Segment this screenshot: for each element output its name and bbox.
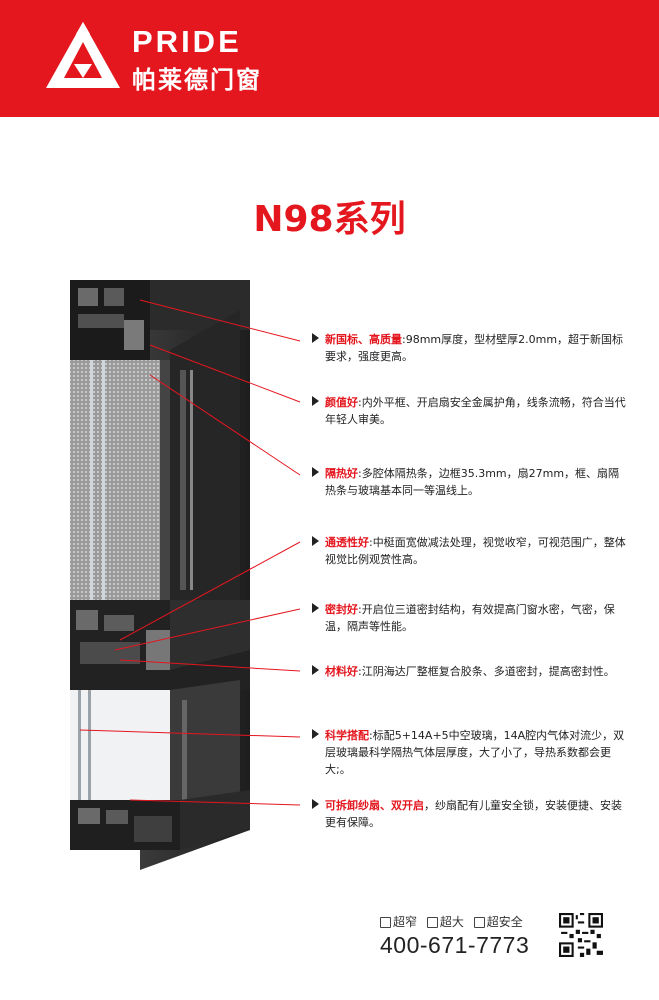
feature-head: 密封好 [325, 603, 358, 616]
safety-icon [473, 917, 485, 928]
triangle-bullet-icon [312, 603, 319, 613]
feature-body: :98mm厚度，型材壁厚2.0mm，超于新国标要求，强度更高。 [325, 333, 624, 363]
feature-body: :标配5+14A+5中空玻璃，14A腔内气体对流少，双层玻璃最科学隔热气体层厚度… [325, 729, 625, 776]
qr-code-icon[interactable] [559, 913, 603, 957]
feature-body: :江阴海达厂整框复合胶条、多道密封，提高密封性。 [358, 665, 615, 678]
feature-head: 通透性好 [325, 536, 369, 549]
hotline-phone[interactable]: 400-671-7773 [380, 932, 530, 958]
footer-tags: 超窄 超大 超安全 [380, 913, 529, 930]
series-title: N98系列 [253, 199, 406, 240]
triangle-bullet-icon [312, 799, 319, 809]
feature-body: :中梃面宽做减法处理，视觉收窄，可视范围广，整体视觉比例观赏性高。 [325, 536, 626, 566]
triangle-bullet-icon [312, 396, 319, 406]
feature-item: 科学搭配:标配5+14A+5中空玻璃，14A腔内气体对流少，双层玻璃最科学隔热气… [312, 727, 630, 778]
feature-head: 颜值好 [325, 396, 358, 409]
feature-head: 隔热好 [325, 467, 358, 480]
feature-body: :内外平框、开启扇安全金属护角，线条流畅，符合当代年轻人审美。 [325, 396, 626, 426]
large-icon [426, 917, 438, 928]
feature-body: ，纱扇配有儿童安全锁，安装便捷、安装更有保障。 [325, 799, 622, 829]
feature-body: :多腔体隔热条，边框35.3mm，扇27mm，框、扇隔热条与玻璃基本同一等温线上… [325, 467, 620, 497]
pride-logo-icon [46, 22, 120, 88]
brand-name-en: PRIDE [132, 24, 242, 59]
triangle-bullet-icon [312, 536, 319, 546]
tag-large: 超大 [426, 915, 464, 929]
feature-item: 材料好:江阴海达厂整框复合胶条、多道密封，提高密封性。 [312, 663, 630, 680]
triangle-bullet-icon [312, 665, 319, 675]
brand-name-cn: 帕莱德门窗 [132, 66, 262, 94]
feature-item: 可拆卸纱扇、双开启，纱扇配有儿童安全锁，安装便捷、安装更有保障。 [312, 797, 630, 831]
tag-safety: 超安全 [473, 915, 523, 929]
feature-head: 科学搭配 [325, 729, 369, 742]
feature-body: :开启位三道密封结构，有效提高门窗水密，气密，保温，隔声等性能。 [325, 603, 615, 633]
triangle-bullet-icon [312, 729, 319, 739]
feature-item: 密封好:开启位三道密封结构，有效提高门窗水密，气密，保温，隔声等性能。 [312, 601, 630, 635]
feature-item: 新国标、高质量:98mm厚度，型材壁厚2.0mm，超于新国标要求，强度更高。 [312, 331, 630, 365]
triangle-bullet-icon [312, 467, 319, 477]
triangle-bullet-icon [312, 333, 319, 343]
narrow-icon [380, 917, 391, 928]
tag-narrow: 超窄 [380, 915, 417, 929]
feature-head: 材料好 [325, 665, 358, 678]
feature-head: 可拆卸纱扇、双开启 [325, 799, 424, 812]
feature-item: 隔热好:多腔体隔热条，边框35.3mm，扇27mm，框、扇隔热条与玻璃基本同一等… [312, 465, 630, 499]
window-profile-illustration [70, 280, 250, 870]
feature-head: 新国标、高质量 [325, 333, 402, 346]
brand-header: PRIDE 帕莱德门窗 [0, 0, 659, 117]
feature-item: 通透性好:中梃面宽做减法处理，视觉收窄，可视范围广，整体视觉比例观赏性高。 [312, 534, 630, 568]
feature-item: 颜值好:内外平框、开启扇安全金属护角，线条流畅，符合当代年轻人审美。 [312, 394, 630, 428]
